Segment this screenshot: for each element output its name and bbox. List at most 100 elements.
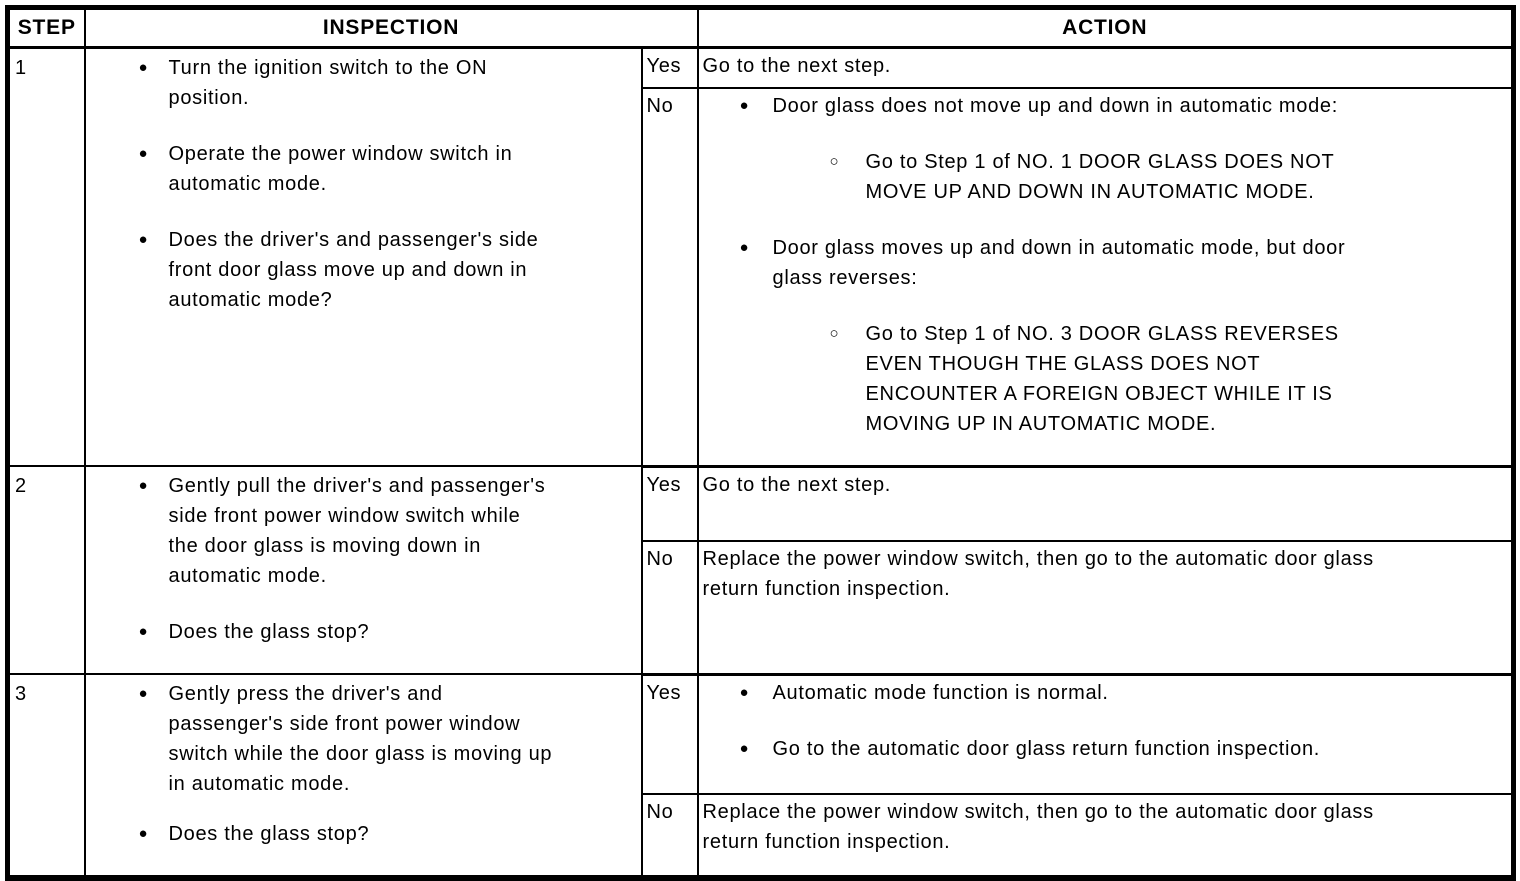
action-bullet-item: ● Door glass does not move up and down i…: [703, 91, 1512, 121]
text-line: automatic mode?: [168, 289, 333, 311]
action-bullet-item: ● Door glass moves up and down in automa…: [703, 233, 1512, 293]
text-line: Does the glass stop?: [168, 621, 370, 643]
inspection-cell: ● Gently pull the driver's and passenger…: [83, 465, 643, 675]
inspection-bullet-item: ● Does the glass stop?: [87, 819, 640, 849]
inspection-text: Turn the ignition switch to the ON posit…: [169, 53, 488, 113]
inspection-bullet-item: ● Does the glass stop?: [87, 617, 640, 647]
yes-label: Yes: [640, 672, 699, 796]
text-line: Gently pull the driver's and passenger's: [168, 475, 546, 497]
bullet-icon: ●: [739, 96, 750, 114]
text-line: return function inspection.: [702, 578, 951, 601]
inspection-bullet-item: ● Turn the ignition switch to the ON pos…: [87, 53, 640, 113]
text-line: the door glass is moving down in: [168, 535, 482, 557]
inspection-bullet-item: ● Gently pull the driver's and passenger…: [87, 471, 640, 591]
text-line: front door glass move up and down in: [168, 259, 528, 281]
inspection-text: Gently pull the driver's and passenger's…: [169, 471, 546, 591]
column-header-step: STEP: [6, 6, 86, 49]
no-label: No: [640, 793, 699, 879]
troubleshooting-table: STEP INSPECTION ACTION 1 ● Turn the igni…: [5, 5, 1517, 881]
inspection-cell: ● Turn the ignition switch to the ON pos…: [83, 46, 643, 467]
column-header-action: ACTION: [696, 6, 1515, 49]
action-no-cell: ● Door glass does not move up and down i…: [696, 86, 1515, 468]
table-row: 1 ● Turn the ignition switch to the ON p…: [6, 46, 1515, 467]
inspection-text: Gently press the driver's and passenger'…: [169, 679, 553, 799]
text-line: Door glass does not move up and down in …: [772, 94, 1338, 117]
action-text: Go to Step 1 of NO. 3 DOOR GLASS REVERSE…: [866, 319, 1339, 439]
bullet-icon: ●: [138, 477, 149, 494]
text-line: Operate the power window switch in: [168, 143, 513, 165]
action-text: Go to the automatic door glass return fu…: [773, 734, 1321, 764]
step-number: 2: [6, 465, 86, 675]
action-sub-bullet-item: ○ Go to Step 1 of NO. 3 DOOR GLASS REVER…: [703, 319, 1512, 439]
text-line: side front power window switch while: [168, 505, 521, 527]
text-line: automatic mode.: [168, 565, 327, 587]
table-row: 2 ● Gently pull the driver's and passeng…: [6, 464, 1515, 675]
action-sub-bullet-item: ○ Go to Step 1 of NO. 1 DOOR GLASS DOES …: [703, 147, 1512, 207]
bullet-icon: ●: [739, 238, 750, 256]
inspection-text: Operate the power window switch in autom…: [169, 139, 513, 199]
text-line: Replace the power window switch, then go…: [702, 548, 1374, 571]
action-yes-cell: Go to the next step.: [696, 464, 1515, 543]
text-line: Automatic mode function is normal.: [772, 681, 1109, 704]
text-line: EVEN THOUGH THE GLASS DOES NOT: [865, 352, 1261, 375]
text-line: Does the driver's and passenger's side: [168, 229, 539, 251]
text-line: automatic mode.: [168, 173, 327, 195]
step-number: 3: [6, 673, 86, 879]
action-no-cell: Replace the power window switch, then go…: [696, 793, 1515, 879]
inspection-text: Does the glass stop?: [169, 617, 370, 647]
action-no-cell: Replace the power window switch, then go…: [696, 540, 1515, 676]
bullet-icon: ●: [739, 683, 750, 701]
inspection-bullet-item: ● Operate the power window switch in aut…: [87, 139, 640, 199]
text-line: Go to Step 1 of NO. 3 DOOR GLASS REVERSE…: [865, 322, 1339, 345]
action-text: Go to Step 1 of NO. 1 DOOR GLASS DOES NO…: [866, 147, 1335, 207]
inspection-text: Does the glass stop?: [169, 819, 370, 849]
sub-bullet-icon: ○: [829, 152, 840, 170]
no-label: No: [640, 540, 699, 676]
text-line: Go to the next step.: [702, 55, 892, 77]
text-line: return function inspection.: [702, 831, 951, 854]
text-line: Does the glass stop?: [168, 823, 370, 845]
action-bullet-item: ● Automatic mode function is normal.: [703, 678, 1512, 708]
action-yes-cell: Go to the next step.: [696, 46, 1515, 89]
text-line: Door glass moves up and down in automati…: [772, 236, 1346, 259]
table-row: No Replace the power window switch, then…: [8, 540, 1515, 676]
column-header-inspection: INSPECTION: [83, 6, 699, 49]
sub-bullet-icon: ○: [829, 324, 840, 342]
inspection-cell: ● Gently press the driver's and passenge…: [83, 673, 643, 879]
action-yes-cell: ● Automatic mode function is normal. ● G…: [696, 672, 1515, 796]
text-line: in automatic mode.: [168, 773, 351, 795]
text-line: Turn the ignition switch to the ON: [168, 57, 488, 79]
text-line: glass reverses:: [772, 266, 918, 289]
bullet-icon: ●: [138, 825, 149, 842]
bullet-icon: ●: [138, 685, 149, 702]
text-line: Gently press the driver's and: [168, 683, 443, 705]
step-number: 1: [6, 46, 86, 467]
bullet-icon: ●: [138, 623, 149, 640]
bullet-icon: ●: [138, 59, 149, 76]
text-line: Go to the next step.: [702, 473, 892, 496]
page: { "colors": {"ink": "#000000", "paper": …: [5, 5, 1517, 881]
action-text: Door glass does not move up and down in …: [773, 91, 1338, 121]
inspection-text: Does the driver's and passenger's side f…: [169, 225, 539, 315]
table-row: 3 ● Gently press the driver's and passen…: [6, 672, 1515, 879]
yes-label: Yes: [640, 46, 699, 89]
text-line: passenger's side front power window: [168, 713, 521, 735]
action-text: Door glass moves up and down in automati…: [773, 233, 1346, 293]
action-bullet-item: ● Go to the automatic door glass return …: [703, 734, 1512, 764]
text-line: MOVING UP IN AUTOMATIC MODE.: [865, 412, 1217, 435]
text-line: position.: [168, 87, 250, 109]
text-line: Go to the automatic door glass return fu…: [772, 737, 1321, 760]
header-row: STEP INSPECTION ACTION: [6, 6, 1515, 49]
action-text: Automatic mode function is normal.: [773, 678, 1109, 708]
yes-label: Yes: [640, 464, 699, 543]
text-line: MOVE UP AND DOWN IN AUTOMATIC MODE.: [865, 180, 1315, 203]
bullet-icon: ●: [138, 231, 149, 248]
inspection-bullet-item: ● Does the driver's and passenger's side…: [87, 225, 640, 315]
text-line: Go to Step 1 of NO. 1 DOOR GLASS DOES NO…: [865, 150, 1335, 173]
no-label: No: [640, 86, 699, 468]
text-line: switch while the door glass is moving up: [168, 743, 553, 765]
text-line: Replace the power window switch, then go…: [702, 801, 1374, 824]
bullet-icon: ●: [739, 739, 750, 757]
text-line: ENCOUNTER A FOREIGN OBJECT WHILE IT IS: [865, 382, 1333, 405]
table-row: No ● Door glass does not move up and dow…: [8, 86, 1515, 468]
